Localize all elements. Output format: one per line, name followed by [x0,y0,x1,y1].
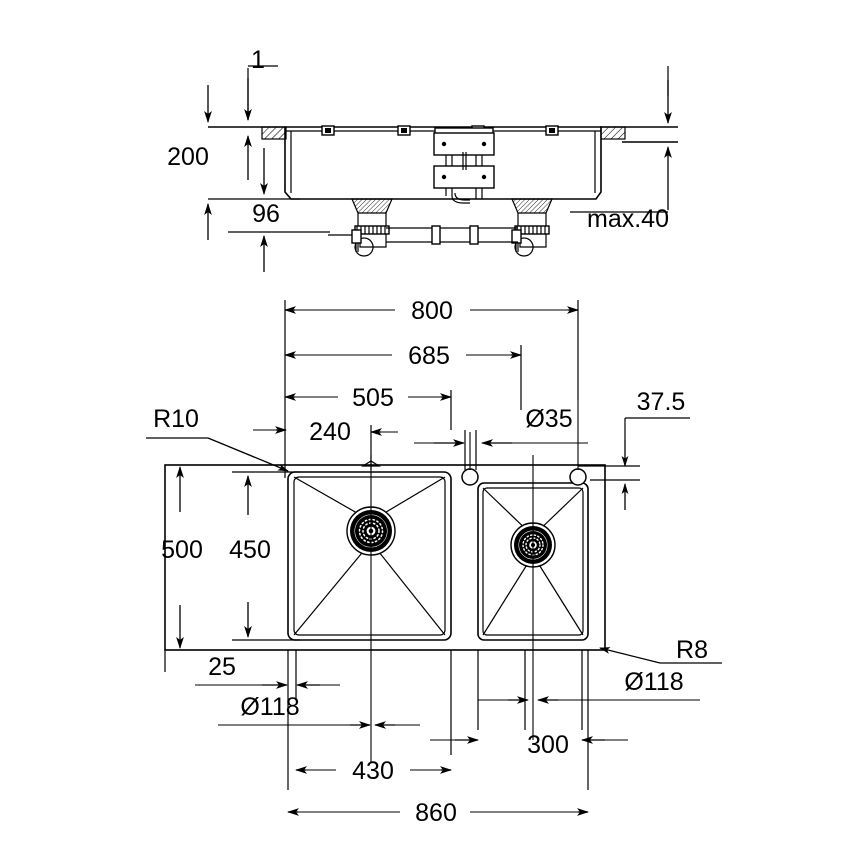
dim-label-1: 1 [251,46,265,74]
dim-505-group: 505 [284,384,452,412]
dim-200-group: 200 [167,85,212,240]
dim-label-200: 200 [167,143,209,171]
dim-37-5-group: 37.5 [578,388,690,510]
dim-label-37-5: 37.5 [637,388,686,416]
worktop-block-left [261,126,287,140]
worktop-block-right [600,126,626,140]
dim-max40-group: max.40 [570,66,672,233]
section-view-group: 1 200 96 max.40 [167,46,678,272]
worktop-cutout-outline [164,464,606,651]
dim-label-d118-right: Ø118 [624,668,683,696]
tap-hole-left [461,468,479,486]
dim-label-685: 685 [408,342,450,370]
sink-inner-wall [290,131,596,193]
dim-label-500: 500 [161,536,203,564]
dim-label-r10: R10 [153,405,199,433]
dim-label-96: 96 [252,200,280,228]
callout-r8-group: R8 [599,636,722,664]
callout-d118-right-group: Ø118 [478,668,700,704]
dim-label-25: 25 [208,653,236,681]
callout-r10-group: R10 [146,405,289,472]
dim-25-group: 25 [195,653,340,689]
dim-label-240: 240 [309,418,351,446]
dim-label-450: 450 [229,536,271,564]
dim-240-group: 240 [253,418,398,470]
large-basin [287,471,452,641]
dim-450-group: 450 [229,471,300,641]
large-basin-slope-lines [293,476,446,636]
dim-label-d35: Ø35 [525,405,572,433]
small-basin-slope-lines [482,487,584,636]
callout-d35-group: Ø35 [414,405,588,447]
dim-label-505: 505 [352,384,394,412]
dim-430-group: 430 [295,757,452,785]
dim-label-430: 430 [352,757,394,785]
dim-96-group: 96 [208,148,330,272]
plan-view-group: 800 685 505 240 [146,297,722,827]
plan-extension-lines [164,300,589,790]
dim-label-800: 800 [411,297,453,325]
dim-label-860: 860 [415,799,457,827]
dim-685-group: 685 [284,342,522,370]
dim-500-group: 500 [161,466,203,649]
tap-hole-right [569,468,587,486]
dim-label-d118-left: Ø118 [240,693,299,721]
dim-label-r8: R8 [676,636,708,664]
dim-1-group: 1 [244,46,278,180]
dim-300-group: 300 [430,731,628,759]
dim-860-group: 860 [287,799,589,827]
dim-label-300: 300 [527,731,569,759]
dim-label-max40: max.40 [587,205,669,233]
dim-800-group: 800 [284,297,579,325]
drain-and-trap-assembly [328,198,553,257]
large-basin-inner [293,476,446,636]
mounting-bracket-assembly [433,127,495,204]
callout-d118-left-group: Ø118 [218,693,420,729]
large-basin-outer [287,471,452,641]
